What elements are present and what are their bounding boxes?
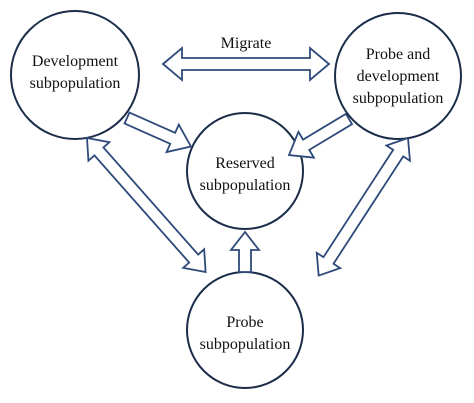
probe-to-reserved-arrow <box>229 230 261 273</box>
reserved-label-line2: subpopulation <box>200 177 291 194</box>
reserved-subpopulation-node <box>186 112 304 230</box>
development-label-line1: Development <box>32 53 119 70</box>
probe-label-line2: subpopulation <box>200 336 291 353</box>
development-label-line2: subpopulation <box>30 75 121 92</box>
development-probe-double-arrow <box>86 136 207 274</box>
probe-development-subpopulation-node <box>334 12 462 140</box>
probe-development-label-line2: development <box>357 68 440 85</box>
migrate-double-arrow <box>161 46 331 82</box>
probe-development-to-reserved-arrow <box>287 112 354 159</box>
probe-development-probe-double-arrow <box>315 136 411 277</box>
probe-development-label-line3: subpopulation <box>353 90 444 107</box>
development-to-reserved-arrow <box>123 111 193 154</box>
development-subpopulation-node <box>10 10 140 140</box>
probe-label-line1: Probe <box>226 314 263 331</box>
probe-development-label-line1: Probe and <box>366 46 430 63</box>
migrate-label: Migrate <box>221 35 272 52</box>
reserved-label-line1: Reserved <box>215 155 275 172</box>
